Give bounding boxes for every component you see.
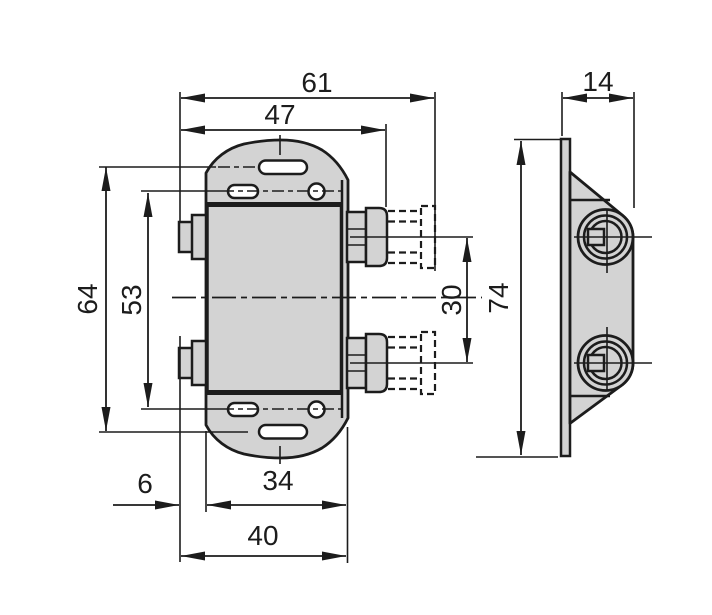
- arrowhead: [101, 407, 111, 431]
- arrowhead: [322, 500, 346, 510]
- arrowhead: [143, 383, 153, 407]
- dim-53-label: 53: [116, 284, 147, 315]
- dim-40-label: 40: [247, 520, 278, 551]
- left-plug-bottom-inner: [190, 339, 208, 387]
- side-view: [559, 137, 652, 458]
- arrowhead: [563, 93, 587, 103]
- dim-side-height: 74: [483, 141, 526, 455]
- arrowhead: [462, 238, 472, 262]
- dim-outer-slot-spacing: 64: [72, 167, 111, 431]
- housing-body-fill: [206, 203, 342, 394]
- dim-width-to-connector-face: 47: [181, 99, 385, 135]
- arrowhead: [181, 551, 205, 561]
- dimension-annotations: 61 47 64 53 30: [72, 66, 635, 563]
- dim-overall-width: 61: [181, 67, 434, 103]
- left-plug-top: [177, 213, 208, 261]
- dim-14-label: 14: [582, 66, 613, 97]
- dim-6-label: 6: [137, 468, 153, 499]
- left-plug-top-inner: [190, 213, 208, 261]
- arrowhead: [181, 125, 205, 135]
- dim-connector-spacing: 30: [436, 238, 472, 362]
- arrowhead: [322, 551, 346, 561]
- dim-body-offset: 6: [113, 468, 179, 510]
- housing-body: [206, 202, 343, 395]
- front-view: [172, 135, 482, 464]
- arrowhead: [410, 93, 434, 103]
- dim-74-label: 74: [483, 282, 514, 313]
- dim-mounting-width: 40: [181, 520, 346, 561]
- bottom-mounting-slot: [257, 423, 309, 440]
- arrowhead: [181, 93, 205, 103]
- left-plug-bottom: [177, 339, 208, 387]
- dim-61-label: 61: [301, 67, 332, 98]
- arrowhead: [609, 93, 633, 103]
- centerlines-front: [172, 135, 482, 464]
- arrowhead: [143, 193, 153, 217]
- dim-34-label: 34: [262, 465, 293, 496]
- dim-hole-spacing: 53: [116, 193, 153, 407]
- connector-boss-bottom: [574, 327, 652, 392]
- top-mounting-slot: [257, 159, 309, 176]
- dim-body-width: 34: [207, 465, 346, 510]
- dim-side-depth: 14: [563, 66, 633, 103]
- arrowhead: [207, 500, 231, 510]
- arrowhead: [516, 431, 526, 455]
- dim-30-label: 30: [436, 284, 467, 315]
- arrowhead: [101, 167, 111, 191]
- arrowhead: [516, 141, 526, 165]
- arrowhead: [462, 338, 472, 362]
- extension-lines: [99, 92, 635, 563]
- dim-47-label: 47: [264, 99, 295, 130]
- connector-boss-top: [574, 208, 652, 273]
- arrowhead: [361, 125, 385, 135]
- arrowhead: [155, 500, 179, 510]
- dim-64-label: 64: [72, 283, 103, 314]
